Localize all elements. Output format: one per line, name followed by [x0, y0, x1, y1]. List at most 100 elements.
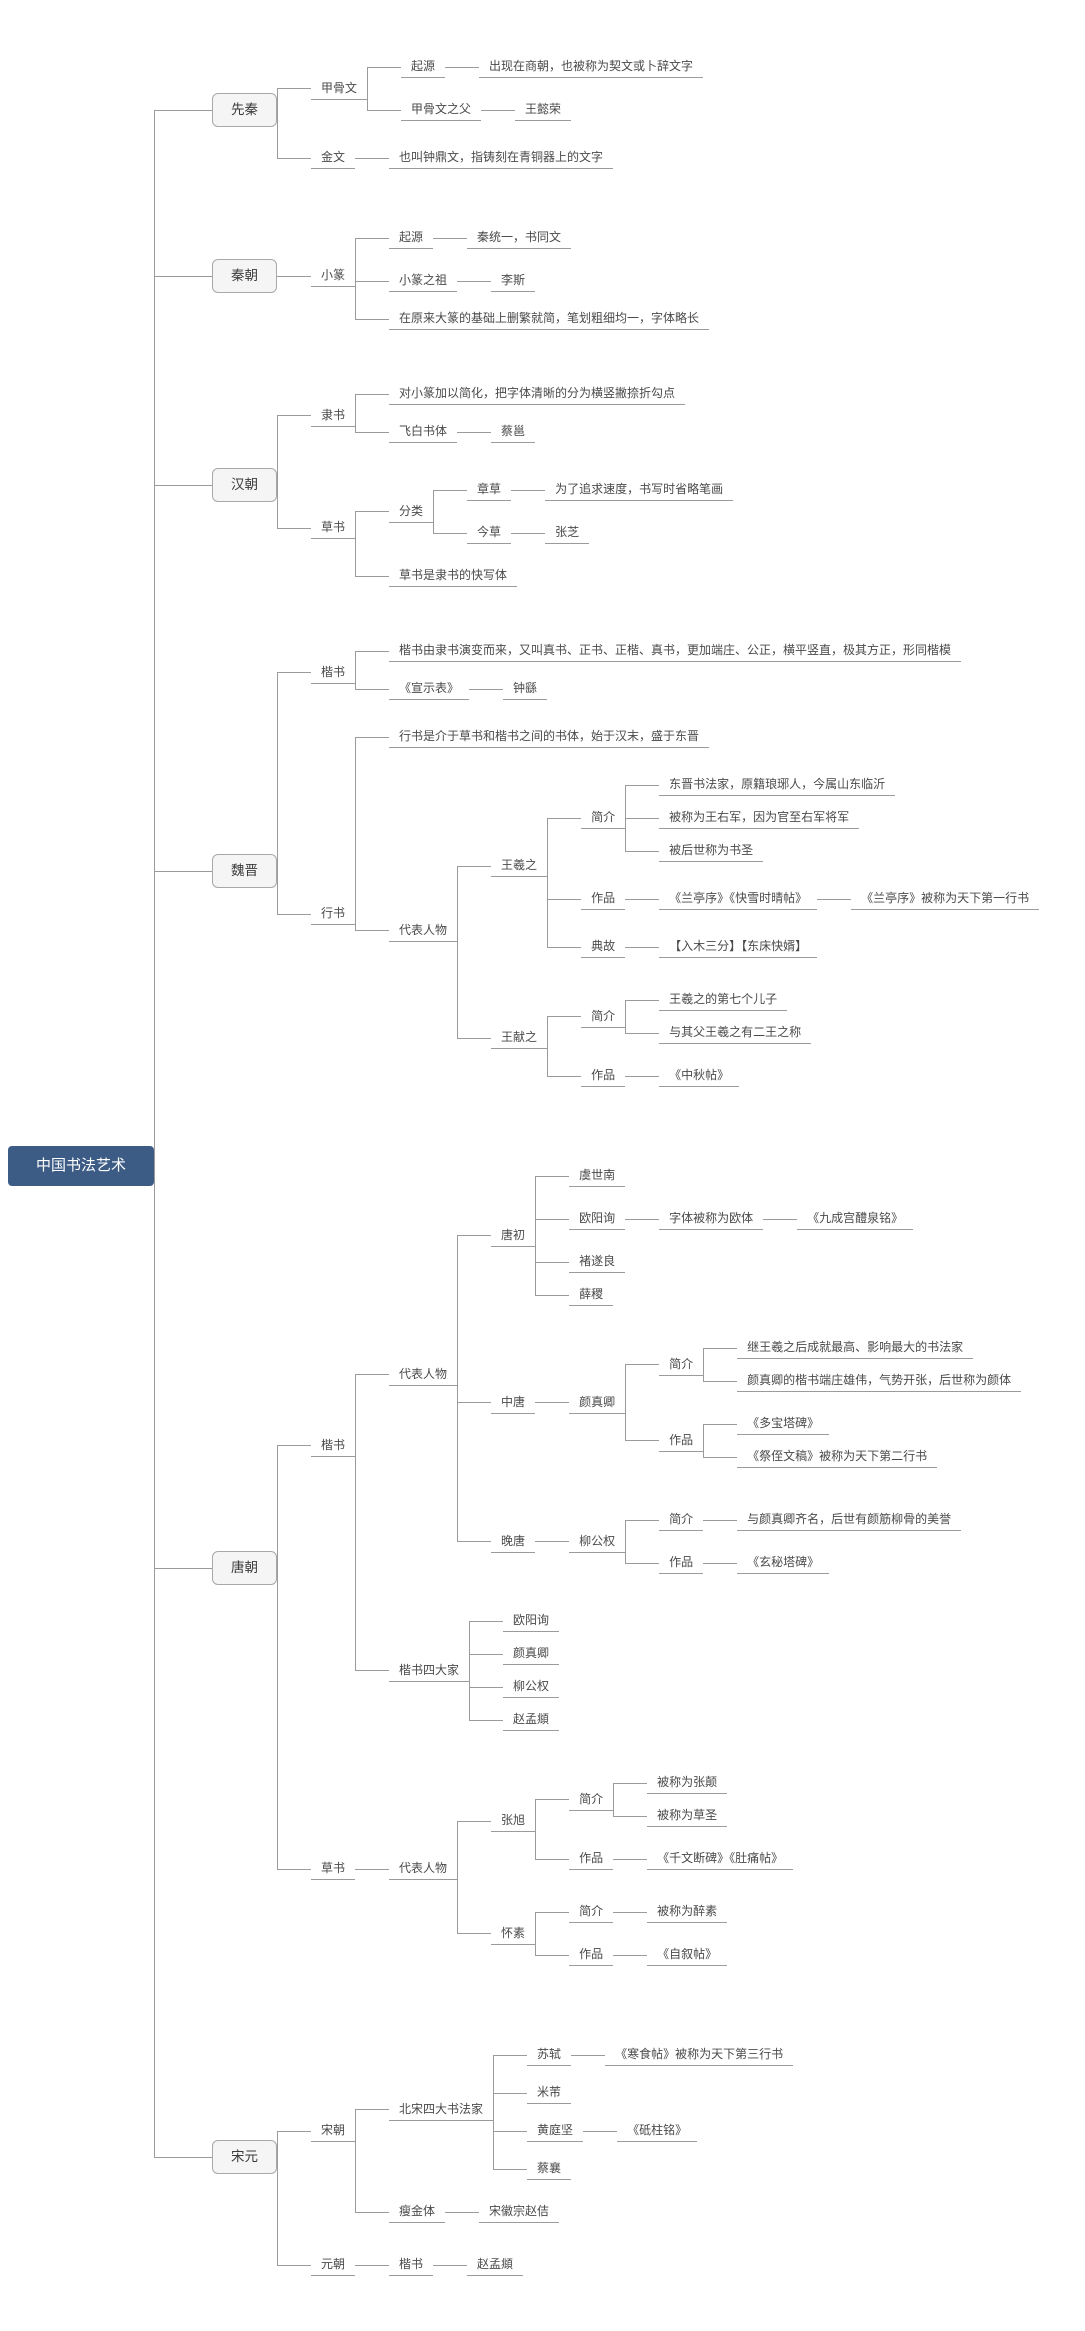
topic-node[interactable]: 虞世南	[569, 1164, 626, 1187]
topic-node[interactable]: 出现在商朝，也被称为契文或卜辞文字	[479, 55, 704, 78]
topic-node[interactable]: 作品	[659, 1551, 704, 1574]
topic-node[interactable]: 与颜真卿齐名，后世有颜筋柳骨的美誉	[737, 1508, 962, 1531]
period-node[interactable]: 秦朝	[212, 258, 278, 293]
topic-node[interactable]: 东晋书法家，原籍琅琊人，今属山东临沂	[659, 773, 896, 796]
topic-node[interactable]: 《玄秘塔碑》	[737, 1551, 830, 1574]
topic-node[interactable]: 简介	[581, 806, 626, 829]
topic-node[interactable]: 小篆之祖	[389, 269, 458, 292]
topic-node[interactable]: 简介	[569, 1788, 614, 1811]
topic-node[interactable]: 字体被称为欧体	[659, 1207, 764, 1230]
topic-node[interactable]: 《自叙帖》	[647, 1943, 728, 1966]
topic-node[interactable]: 钟繇	[503, 677, 548, 700]
topic-node[interactable]: 《砥柱铭》	[617, 2119, 698, 2142]
topic-node[interactable]: 金文	[311, 146, 356, 169]
topic-node[interactable]: 北宋四大书法家	[389, 2098, 494, 2121]
topic-node[interactable]: 简介	[659, 1508, 704, 1531]
topic-node[interactable]: 元朝	[311, 2253, 356, 2276]
topic-node[interactable]: 欧阳询	[503, 1609, 560, 1632]
topic-node[interactable]: 王献之	[491, 1026, 548, 1049]
topic-node[interactable]: 作品	[659, 1429, 704, 1452]
topic-node[interactable]: 被称为醉素	[647, 1900, 728, 1923]
topic-node[interactable]: 王懿荣	[515, 98, 572, 121]
topic-node[interactable]: 褚遂良	[569, 1250, 626, 1273]
topic-node[interactable]: 典故	[581, 935, 626, 958]
topic-node[interactable]: 《九成宫醴泉铭》	[797, 1207, 914, 1230]
topic-node[interactable]: 分类	[389, 500, 434, 523]
topic-node[interactable]: 《中秋帖》	[659, 1064, 740, 1087]
topic-node[interactable]: 柳公权	[503, 1675, 560, 1698]
topic-node[interactable]: 《祭侄文稿》被称为天下第二行书	[737, 1445, 938, 1468]
topic-node[interactable]: 《宣示表》	[389, 677, 470, 700]
topic-node[interactable]: 作品	[581, 1064, 626, 1087]
topic-node[interactable]: 甲骨文之父	[401, 98, 482, 121]
topic-node[interactable]: 行书是介于草书和楷书之间的书体，始于汉末，盛于东晋	[389, 725, 710, 748]
period-node[interactable]: 魏晋	[212, 853, 278, 888]
topic-node[interactable]: 行书	[311, 902, 356, 925]
topic-node[interactable]: 章草	[467, 478, 512, 501]
period-node[interactable]: 先秦	[212, 92, 278, 127]
topic-node[interactable]: 唐初	[491, 1224, 536, 1247]
topic-node[interactable]: 起源	[401, 55, 446, 78]
period-node[interactable]: 宋元	[212, 2140, 278, 2174]
topic-node[interactable]: 《多宝塔碑》	[737, 1412, 830, 1435]
topic-node[interactable]: 宋朝	[311, 2119, 356, 2142]
topic-node[interactable]: 也叫钟鼎文，指铸刻在青铜器上的文字	[389, 146, 614, 169]
topic-node[interactable]: 怀素	[491, 1922, 536, 1945]
topic-node[interactable]: 简介	[581, 1005, 626, 1028]
topic-node[interactable]: 在原来大篆的基础上删繁就简，笔划粗细均一，字体略长	[389, 307, 710, 330]
topic-node[interactable]: 被称为张颠	[647, 1771, 728, 1794]
topic-node[interactable]: 【入木三分】【东床快婿】	[659, 935, 818, 958]
topic-node[interactable]: 瘦金体	[389, 2200, 446, 2223]
topic-node[interactable]: 黄庭坚	[527, 2119, 584, 2142]
topic-node[interactable]: 柳公权	[569, 1530, 626, 1553]
topic-node[interactable]: 米芾	[527, 2081, 572, 2104]
topic-node[interactable]: 张旭	[491, 1809, 536, 1832]
topic-node[interactable]: 《寒食帖》被称为天下第三行书	[605, 2043, 794, 2066]
topic-node[interactable]: 甲骨文	[311, 77, 368, 100]
topic-node[interactable]: 被后世称为书圣	[659, 839, 764, 862]
topic-node[interactable]: 被称为草圣	[647, 1804, 728, 1827]
topic-node[interactable]: 对小篆加以简化，把字体清晰的分为横竖撇捺折勾点	[389, 382, 686, 405]
topic-node[interactable]: 作品	[581, 887, 626, 910]
topic-node[interactable]: 欧阳询	[569, 1207, 626, 1230]
topic-node[interactable]: 简介	[659, 1353, 704, 1376]
topic-node[interactable]: 今草	[467, 521, 512, 544]
topic-node[interactable]: 代表人物	[389, 919, 458, 942]
topic-node[interactable]: 薛稷	[569, 1283, 614, 1306]
topic-node[interactable]: 与其父王羲之有二王之称	[659, 1021, 812, 1044]
topic-node[interactable]: 作品	[569, 1847, 614, 1870]
period-node[interactable]: 唐朝	[212, 1550, 278, 1585]
topic-node[interactable]: 赵孟頫	[503, 1708, 560, 1731]
topic-node[interactable]: 楷书四大家	[389, 1659, 470, 1682]
topic-node[interactable]: 颜真卿	[503, 1642, 560, 1665]
topic-node[interactable]: 楷书由隶书演变而来，又叫真书、正书、正楷、真书，更加端庄、公正，横平竖直，极其方…	[389, 639, 962, 662]
topic-node[interactable]: 秦统一，书同文	[467, 226, 572, 249]
topic-node[interactable]: 蔡襄	[527, 2157, 572, 2180]
topic-node[interactable]: 继王羲之后成就最高、影响最大的书法家	[737, 1336, 974, 1359]
topic-node[interactable]: 为了追求速度，书写时省略笔画	[545, 478, 734, 501]
topic-node[interactable]: 《千文断碑》《肚痛帖》	[647, 1847, 794, 1870]
topic-node[interactable]: 简介	[569, 1900, 614, 1923]
topic-node[interactable]: 宋徽宗赵佶	[479, 2200, 560, 2223]
topic-node[interactable]: 蔡邕	[491, 420, 536, 443]
topic-node[interactable]: 作品	[569, 1943, 614, 1966]
topic-node[interactable]: 代表人物	[389, 1857, 458, 1880]
topic-node[interactable]: 楷书	[389, 2253, 434, 2276]
topic-node[interactable]: 张芝	[545, 521, 590, 544]
topic-node[interactable]: 飞白书体	[389, 420, 458, 443]
topic-node[interactable]: 楷书	[311, 1434, 356, 1457]
topic-node[interactable]: 代表人物	[389, 1363, 458, 1386]
topic-node[interactable]: 被称为王右军，因为官至右军将军	[659, 806, 860, 829]
topic-node[interactable]: 起源	[389, 226, 434, 249]
topic-node[interactable]: 颜真卿的楷书端庄雄伟，气势开张，后世称为颜体	[737, 1369, 1022, 1392]
topic-node[interactable]: 赵孟頫	[467, 2253, 524, 2276]
topic-node[interactable]: 草书	[311, 1857, 356, 1880]
root-node[interactable]: 中国书法艺术	[8, 1145, 155, 1186]
topic-node[interactable]: 晚唐	[491, 1530, 536, 1553]
topic-node[interactable]: 中唐	[491, 1391, 536, 1414]
topic-node[interactable]: 隶书	[311, 404, 356, 427]
topic-node[interactable]: 楷书	[311, 661, 356, 684]
topic-node[interactable]: 草书	[311, 516, 356, 539]
topic-node[interactable]: 颜真卿	[569, 1391, 626, 1414]
topic-node[interactable]: 李斯	[491, 269, 536, 292]
